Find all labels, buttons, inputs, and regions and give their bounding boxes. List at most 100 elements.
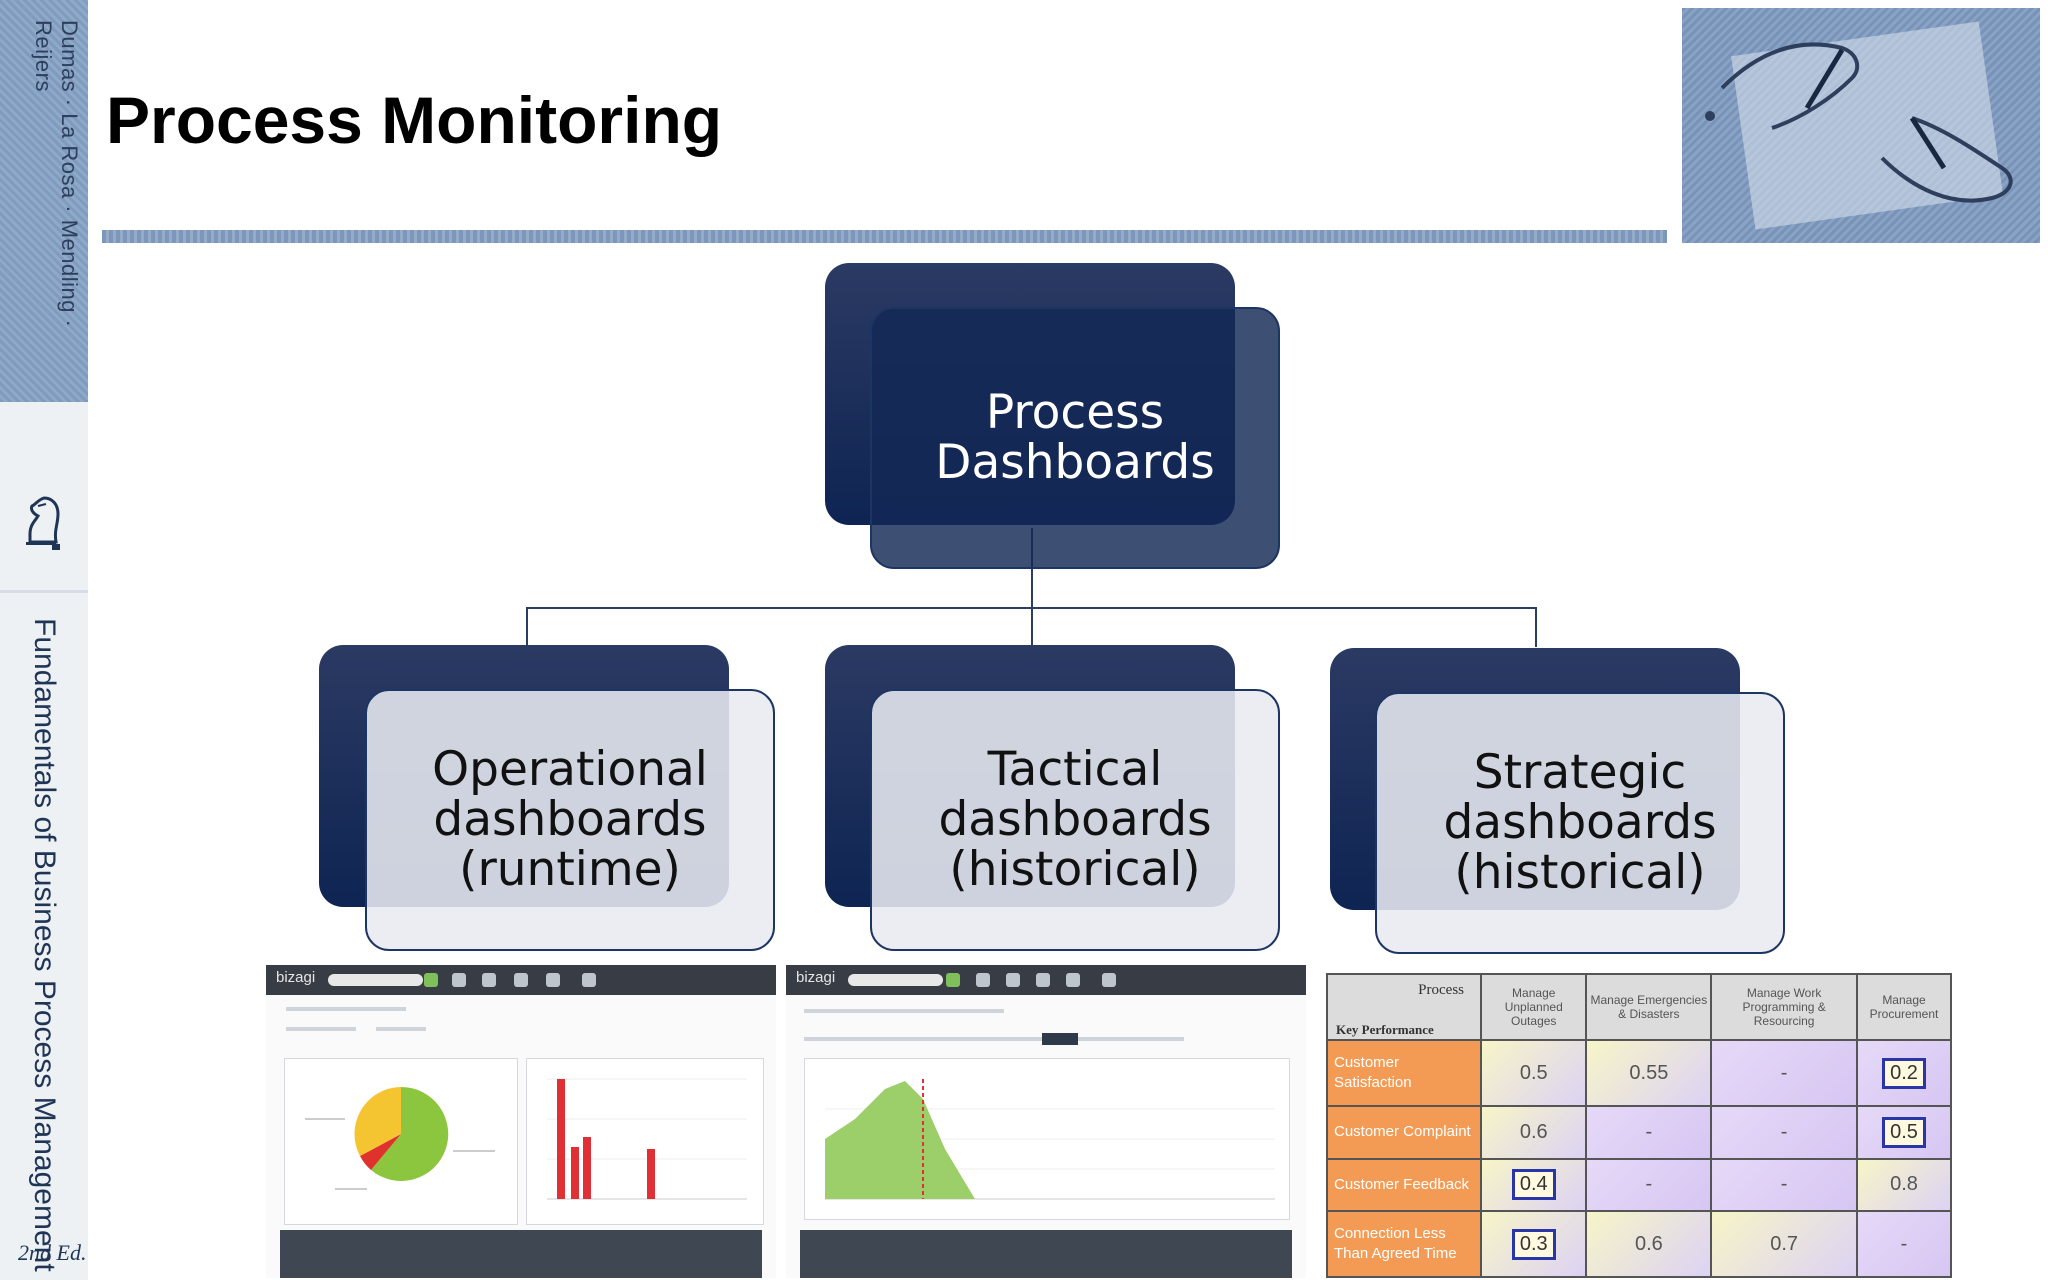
bar bbox=[647, 1149, 655, 1199]
connector-right-drop bbox=[1535, 607, 1537, 647]
toolbar-add-icon bbox=[946, 973, 960, 987]
book-title-text: Fundamentals of Business Process Managem… bbox=[28, 618, 61, 1272]
drawing-hands-illustration bbox=[1705, 21, 2013, 230]
area-chart bbox=[825, 1079, 1275, 1200]
toolbar-settings-icon bbox=[1102, 973, 1116, 987]
pie-chart-panel bbox=[284, 1058, 518, 1225]
toolbar-chart-icon bbox=[1036, 973, 1050, 987]
title-underline-bar bbox=[102, 230, 1667, 243]
operational-dashboard-screenshot: bizagi bbox=[266, 965, 776, 1278]
bizagi-brand: bizagi bbox=[276, 969, 316, 986]
root-label-line2: Dashboards bbox=[935, 435, 1215, 490]
table-row: Connection Less Than Agreed Time 0.3 0.6… bbox=[1326, 1210, 1952, 1278]
table-cell: 0.5 bbox=[1479, 1039, 1588, 1107]
toolbar-search bbox=[848, 974, 943, 986]
table-cell: 0.4 bbox=[1479, 1157, 1588, 1212]
row-header: Customer Complaint bbox=[1326, 1105, 1482, 1160]
toolbar-search bbox=[328, 974, 423, 986]
table-cell: 0.8 bbox=[1856, 1157, 1952, 1212]
toolbar-chart-icon bbox=[514, 973, 528, 987]
area-fill bbox=[825, 1081, 975, 1199]
toolbar-settings-icon bbox=[582, 973, 596, 987]
operational-line2: dashboards bbox=[433, 792, 707, 847]
corner-header: Process Key Performance bbox=[1326, 973, 1482, 1041]
tactical-line1: Tactical bbox=[987, 742, 1163, 797]
row-header: Customer Feedback bbox=[1326, 1157, 1482, 1212]
table-cell: 0.7 bbox=[1710, 1210, 1859, 1278]
slide-title: Process Monitoring bbox=[106, 83, 723, 157]
toolbar-inbox-icon bbox=[452, 973, 466, 987]
connector-left-drop bbox=[526, 607, 528, 647]
table-row: Customer Complaint 0.6 - - 0.5 bbox=[1326, 1105, 1952, 1160]
connector-mid-drop bbox=[1031, 607, 1033, 647]
table-cell: 0.6 bbox=[1479, 1105, 1588, 1160]
table-cell: - bbox=[1710, 1105, 1859, 1160]
app-toolbar: bizagi bbox=[786, 965, 1306, 995]
sidebar-texture: Dumas · La Rosa · Mendling · Reijers bbox=[0, 0, 88, 402]
operational-node: Operational dashboards (runtime) bbox=[365, 689, 775, 951]
row-header: Customer Satisfaction bbox=[1326, 1039, 1482, 1107]
root-label-line1: Process bbox=[985, 385, 1165, 440]
table-cell: 0.2 bbox=[1856, 1039, 1952, 1107]
highlighted-value: 0.4 bbox=[1511, 1169, 1556, 1201]
table-cell: 0.5 bbox=[1856, 1105, 1952, 1160]
pie-slice-yellow bbox=[354, 1087, 401, 1156]
bar bbox=[583, 1137, 591, 1199]
toolbar-tools-icon bbox=[546, 973, 560, 987]
strategic-line1: Strategic bbox=[1473, 745, 1687, 800]
column-header: Manage Unplanned Outages bbox=[1479, 973, 1588, 1041]
table-cell: - bbox=[1585, 1105, 1713, 1160]
pie-slice-red bbox=[360, 1134, 401, 1170]
toolbar-add-icon bbox=[424, 973, 438, 987]
filter-bar bbox=[804, 1009, 1004, 1013]
toolbar-tools-icon bbox=[1066, 973, 1080, 987]
strategic-node: Strategic dashboards (historical) bbox=[1375, 692, 1785, 954]
highlighted-value: 0.3 bbox=[1511, 1228, 1556, 1260]
filter-bar bbox=[286, 1007, 406, 1011]
edition-text: 2nd Ed. bbox=[18, 1240, 87, 1265]
area-chart-panel bbox=[804, 1058, 1290, 1220]
bar bbox=[557, 1079, 565, 1199]
table-cell: 0.3 bbox=[1479, 1210, 1588, 1278]
toolbar-list-icon bbox=[482, 973, 496, 987]
table-cell: 0.6 bbox=[1585, 1210, 1713, 1278]
tactical-line2: dashboards bbox=[938, 792, 1212, 847]
tactical-dashboard-screenshot: bizagi bbox=[786, 965, 1306, 1278]
bar-chart-panel bbox=[526, 1058, 764, 1225]
tactical-node: Tactical dashboards (historical) bbox=[870, 689, 1280, 951]
drawing-hands-image bbox=[1682, 8, 2040, 243]
book-sidebar: Dumas · La Rosa · Mendling · Reijers Fun… bbox=[0, 0, 88, 1280]
bar-chart bbox=[547, 1078, 747, 1200]
column-header: Manage Procurement bbox=[1856, 973, 1952, 1041]
app-toolbar: bizagi bbox=[266, 965, 776, 995]
highlighted-value: 0.5 bbox=[1882, 1116, 1926, 1148]
sidebar-divider bbox=[0, 590, 88, 593]
table-cell: 0.55 bbox=[1585, 1039, 1713, 1107]
strategic-line2: dashboards bbox=[1443, 795, 1717, 850]
bizagi-brand: bizagi bbox=[796, 969, 836, 986]
table-cell: - bbox=[1856, 1210, 1952, 1278]
filter-bar bbox=[376, 1027, 426, 1031]
operational-line1: Operational bbox=[432, 742, 708, 797]
panel-footer bbox=[800, 1230, 1292, 1278]
corner-kpi-label: Key Performance bbox=[1336, 1022, 1434, 1037]
toolbar-list-icon bbox=[1006, 973, 1020, 987]
panel-footer bbox=[280, 1230, 762, 1278]
filter-bar bbox=[804, 1037, 1184, 1041]
row-header: Connection Less Than Agreed Time bbox=[1326, 1210, 1482, 1278]
knight-logo-icon bbox=[26, 496, 60, 550]
strategic-line3: (historical) bbox=[1454, 845, 1706, 900]
highlighted-value: 0.2 bbox=[1882, 1057, 1926, 1089]
date-button bbox=[1042, 1033, 1078, 1045]
table-row: Customer Satisfaction 0.5 0.55 - 0.2 bbox=[1326, 1039, 1952, 1107]
table-cell: - bbox=[1585, 1157, 1713, 1212]
column-header: Manage Work Programming & Resourcing bbox=[1710, 973, 1859, 1041]
pie-chart bbox=[305, 1086, 495, 1190]
table-cell: - bbox=[1710, 1039, 1859, 1107]
filter-bar bbox=[286, 1027, 356, 1031]
authors-text: Dumas · La Rosa · Mendling · Reijers bbox=[31, 20, 82, 328]
toolbar-inbox-icon bbox=[976, 973, 990, 987]
pie-slice-green bbox=[371, 1086, 449, 1181]
root-node: Process Dashboards bbox=[870, 307, 1280, 569]
column-header: Manage Emergencies & Disasters bbox=[1585, 973, 1713, 1041]
